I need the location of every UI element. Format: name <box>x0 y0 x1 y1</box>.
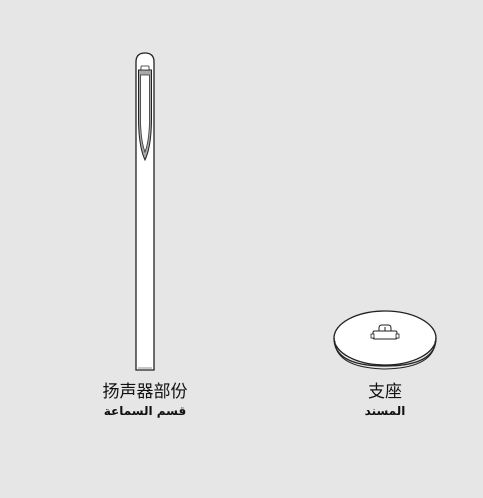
stand-label-chinese: 支座 <box>368 382 402 402</box>
stand-part-label: 支座 المسند <box>330 382 440 419</box>
speaker-part-label: 扬声器部份 قسم السماعة <box>76 382 214 419</box>
speaker-label-arabic: قسم السماعة <box>103 404 187 418</box>
speaker-label-chinese: 扬声器部份 <box>102 382 188 402</box>
stand-part-drawing <box>333 310 437 370</box>
speaker-part-drawing <box>135 52 155 371</box>
stand-label-arabic: المسند <box>364 404 406 418</box>
